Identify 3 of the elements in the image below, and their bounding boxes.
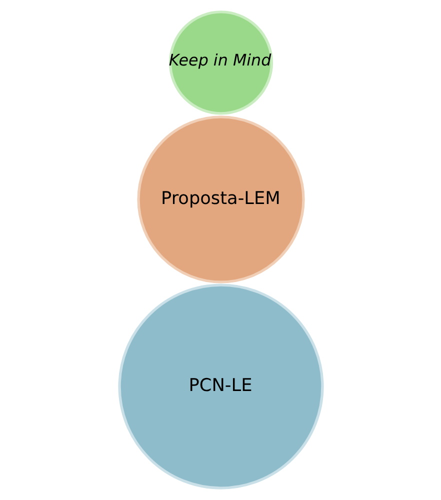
node-circle: Keep in Mind xyxy=(168,10,273,115)
node-circle: PCN-LE xyxy=(118,284,324,490)
node-circle: Proposta-LEM xyxy=(136,116,304,284)
